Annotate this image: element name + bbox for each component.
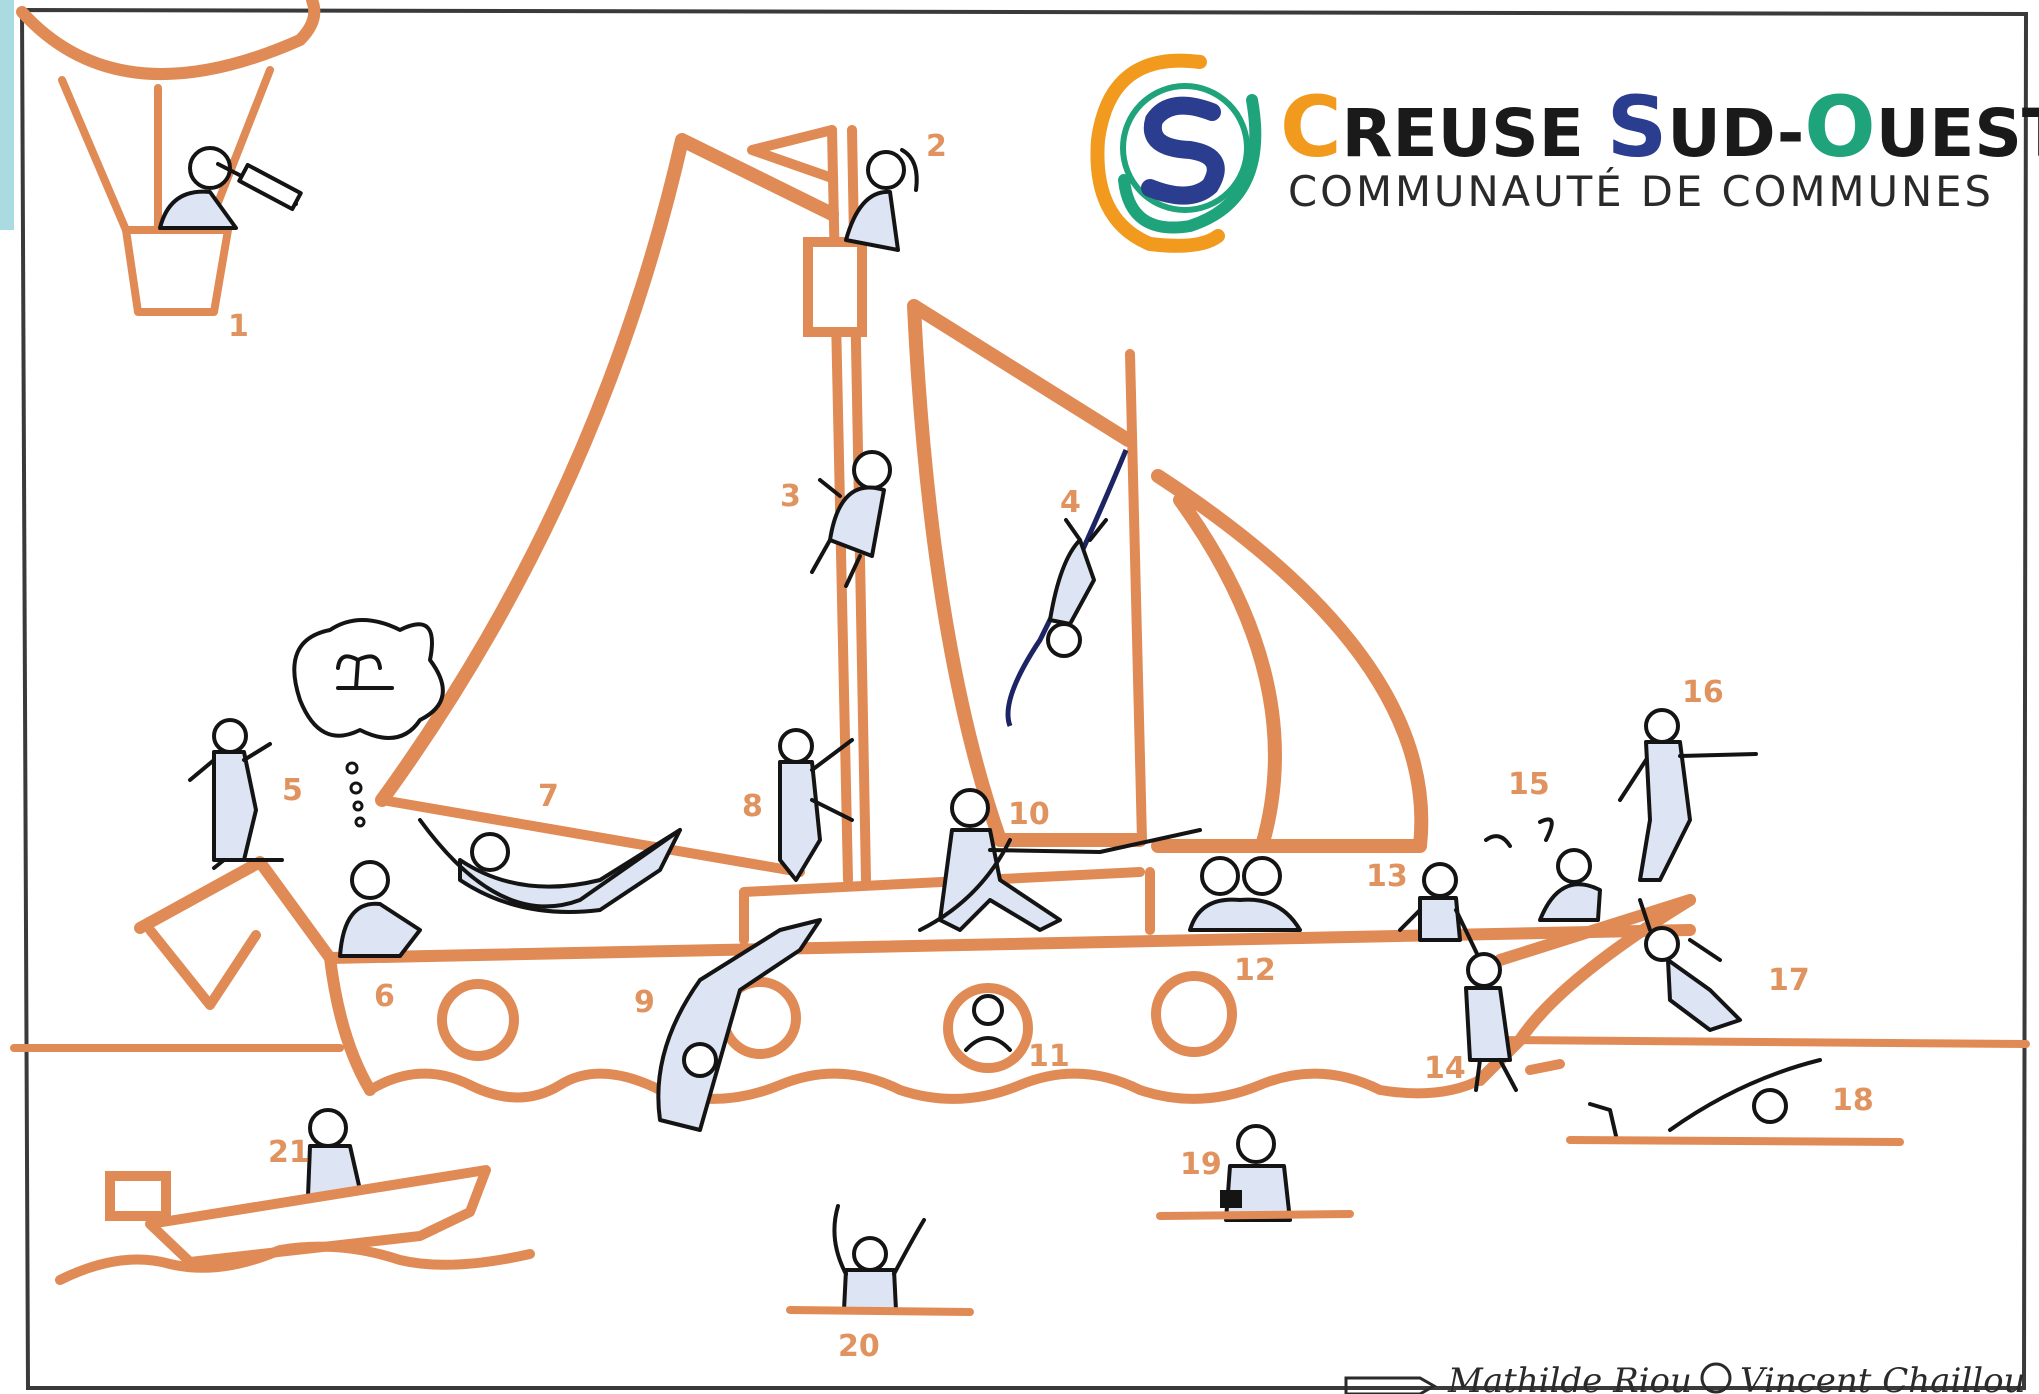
figure-10-rope-puller [918,788,1202,932]
figure-15-sick [1484,817,1602,922]
figure-12-group [1188,856,1302,932]
figure-3-climber [810,450,892,588]
figure-number: 10 [1008,797,1050,832]
figure-7-hammock [418,818,682,914]
hot-air-balloon-icon [16,0,321,316]
figure-number: 17 [1768,963,1810,998]
figure-number: 6 [374,979,395,1014]
figure-number: 1 [228,309,249,344]
left-accent-strip [0,0,14,230]
figure-number: 9 [634,985,655,1020]
figure-number: 8 [742,789,763,824]
figure-number: 15 [1508,767,1550,802]
svg-text:Mathilde Riou: Mathilde Riou [1447,1361,1692,1394]
figure-2-lookout [844,148,919,252]
figure-number: 14 [1424,1051,1466,1086]
face-icon [1700,1362,1732,1394]
figure-4-hanging [1046,518,1108,658]
figure-number: 20 [838,1329,880,1364]
figure-number: 13 [1366,859,1408,894]
pencil-icon [1344,1376,1438,1394]
figure-17-falling [1638,898,1742,1032]
drawing-border [19,7,2029,1390]
figure-11-porthole-face [964,994,1012,1052]
svg-text:CREUSE SUD-OUEST: CREUSE SUD-OUEST [1280,78,2039,176]
figure-number: 18 [1832,1083,1874,1118]
svg-text:COMMUNAUTÉ DE COMMUNES: COMMUNAUTÉ DE COMMUNES [1288,166,1994,216]
credits: Mathilde Riou Vincent Chaillou [1344,1361,2025,1394]
sailing-ship-icon [10,125,2030,1104]
figure-number: 7 [538,779,559,814]
figure-8-climber [778,728,854,882]
figure-number: 5 [282,773,303,808]
creuse-sud-ouest-logo: CREUSE SUD-OUEST COMMUNAUTÉ DE COMMUNES [1090,53,2039,253]
figure-6-thinker [338,860,422,958]
figure-16-pointing [1618,708,1758,882]
figure-number: 11 [1028,1039,1070,1074]
figure-number: 2 [926,129,947,164]
figure-number: 4 [1060,485,1081,520]
figure-number: 21 [268,1135,310,1170]
svg-text:Vincent Chaillou: Vincent Chaillou [1740,1361,2025,1394]
figure-14-climbing-up [1464,952,1518,1092]
figure-5-lookout [188,718,284,870]
rowing-boat-icon [55,1165,535,1285]
figure-18-swimmer [1588,1058,1822,1138]
figure-19-float [1220,1124,1292,1222]
figure-number: 12 [1234,953,1276,988]
palm-island-icon [292,618,445,828]
figure-20-waving [786,1204,974,1316]
figure-9-diver [656,918,822,1132]
figure-number: 3 [780,479,801,514]
figure-1-spyglass [158,146,303,230]
figure-number: 16 [1682,675,1724,710]
figure-21-boater [306,1108,362,1198]
figure-13-helper [1398,862,1482,962]
figure-number: 19 [1180,1147,1222,1182]
